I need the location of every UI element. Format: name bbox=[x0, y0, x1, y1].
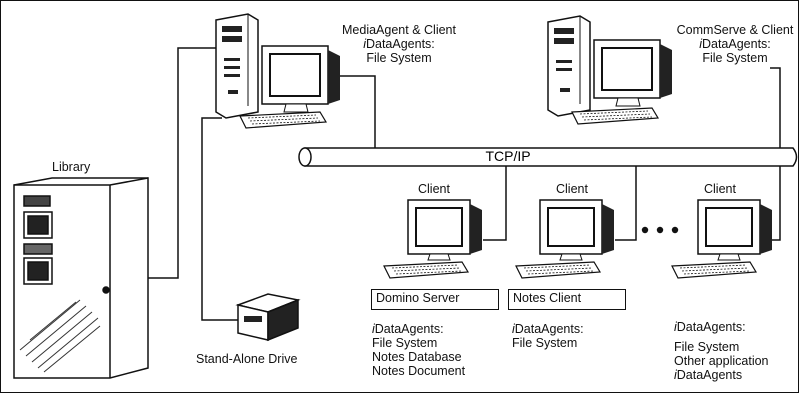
client-workstation-2 bbox=[515, 199, 614, 279]
mediaagent-title: MediaAgent & Client bbox=[342, 23, 456, 37]
mediaagent-workstation bbox=[215, 13, 340, 129]
client1-agent-notes-db: Notes Database bbox=[372, 350, 462, 364]
library-label: Library bbox=[52, 160, 91, 174]
client1-agent-notes-doc: Notes Document bbox=[372, 364, 466, 378]
client3-agent-ida: iDataAgents bbox=[674, 368, 743, 382]
client1-agents: iDataAgents: File System Notes Database … bbox=[372, 322, 465, 378]
mediaagent-caption: MediaAgent & Client iDataAgents: File Sy… bbox=[334, 23, 464, 65]
mediaagent-network-link bbox=[340, 75, 376, 148]
library-cabinet bbox=[13, 177, 149, 379]
client-label-1: Client bbox=[418, 182, 450, 196]
notes-client-box: Notes Client bbox=[508, 289, 626, 310]
domino-server-box: Domino Server bbox=[371, 289, 499, 310]
mediaagent-ida-heading: iDataAgents: bbox=[363, 37, 435, 51]
connection-lines bbox=[148, 47, 781, 321]
commserve-caption: CommServe & Client iDataAgents: File Sys… bbox=[676, 23, 794, 65]
more-clients-ellipsis bbox=[641, 226, 679, 234]
tcpip-pipe bbox=[298, 147, 798, 167]
commserve-ida-fs: File System bbox=[702, 51, 768, 65]
client3-ida-heading: iDataAgents: bbox=[674, 320, 746, 334]
library-mediaagent-cable bbox=[148, 47, 218, 279]
client2-agent-fs: File System bbox=[512, 336, 578, 350]
client-workstation-3 bbox=[671, 199, 772, 279]
client-label-3: Client bbox=[704, 182, 736, 196]
commserve-network-link bbox=[770, 67, 781, 148]
drive-mediaagent-cable bbox=[201, 117, 238, 321]
client3-network-link bbox=[772, 166, 781, 241]
client3-agents: iDataAgents: File System Other applicati… bbox=[674, 320, 769, 382]
client1-ida-heading: iDataAgents: bbox=[372, 322, 444, 336]
commserve-workstation bbox=[547, 15, 672, 125]
standalone-drive-icon bbox=[235, 293, 301, 342]
library-hatch bbox=[19, 299, 101, 373]
client2-agents: iDataAgents: File System bbox=[512, 322, 584, 350]
standalone-drive-label: Stand-Alone Drive bbox=[196, 352, 298, 366]
tcpip-label: TCP/IP bbox=[485, 148, 530, 164]
client2-ida-heading: iDataAgents: bbox=[512, 322, 584, 336]
client1-agent-fs: File System bbox=[372, 336, 438, 350]
client-workstation-1 bbox=[383, 199, 482, 279]
commserve-title: CommServe & Client bbox=[676, 23, 794, 37]
mediaagent-ida-fs: File System bbox=[366, 51, 432, 65]
client1-network-link bbox=[483, 166, 507, 241]
commserve-ida-heading: iDataAgents: bbox=[699, 37, 771, 51]
client2-network-link bbox=[615, 166, 637, 241]
client-label-2: Client bbox=[556, 182, 588, 196]
client3-agent-other: Other application bbox=[674, 354, 769, 368]
client3-agent-fs: File System bbox=[674, 340, 740, 354]
